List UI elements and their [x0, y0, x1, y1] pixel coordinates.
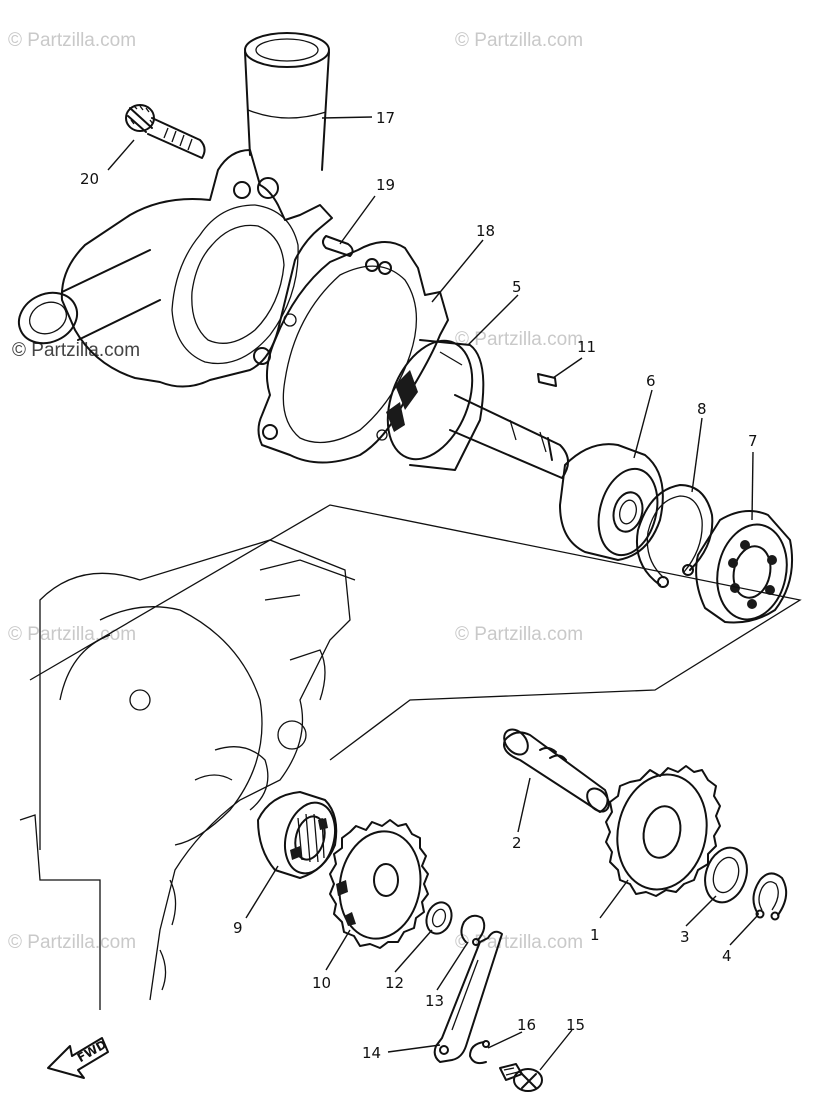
- callout-3: 3: [680, 928, 690, 946]
- crankcase-outline: [19, 539, 356, 1010]
- circlip-8: [636, 484, 714, 588]
- callout-18: 18: [476, 222, 495, 240]
- bolt-20: [125, 104, 206, 159]
- callout-14: 14: [362, 1044, 381, 1062]
- washer-3: [704, 846, 748, 904]
- callout-17: 17: [376, 109, 395, 127]
- dowel-pin-19: [322, 235, 354, 257]
- callout-7: 7: [748, 432, 758, 450]
- callout-12: 12: [385, 974, 404, 992]
- callout-6: 6: [646, 372, 656, 390]
- clip-16: [469, 1040, 490, 1065]
- shaft-2: [503, 728, 610, 813]
- screw-15: [499, 1063, 543, 1092]
- callout-9: 9: [233, 919, 243, 937]
- callout-4: 4: [722, 947, 732, 965]
- callout-labels: 17 20 19 18 5 11 6 8 7 2 1 3 4 9 10 12 1…: [80, 109, 758, 1062]
- callout-13: 13: [425, 992, 444, 1010]
- needle-bearing-9: [257, 791, 338, 879]
- bearing-7: [695, 510, 794, 624]
- watermark: © Partzilla.com: [8, 30, 136, 51]
- oil-seal-6: [559, 443, 664, 561]
- pump-housing: [17, 32, 333, 388]
- callout-15: 15: [566, 1016, 585, 1034]
- assembly-reference-frame: [29, 504, 802, 761]
- watermark: © Partzilla.com: [455, 30, 583, 51]
- key-11: [537, 373, 557, 387]
- callout-5: 5: [512, 278, 522, 296]
- leader-lines: [107, 116, 759, 1071]
- watermark: © Partzilla.com: [455, 932, 583, 953]
- forward-direction-arrow: FWD: [47, 1037, 109, 1079]
- stopper-plate-14: [433, 930, 503, 1063]
- callout-16: 16: [517, 1016, 536, 1034]
- callout-19: 19: [376, 176, 395, 194]
- gear-1: [605, 765, 721, 897]
- callout-1: 1: [590, 926, 600, 944]
- circlip-4: [752, 872, 788, 921]
- impeller-shaft-5: [386, 339, 569, 479]
- callout-8: 8: [697, 400, 707, 418]
- gasket-18: [257, 241, 449, 464]
- watermark-dark: © Partzilla.com: [12, 340, 140, 361]
- watermark: © Partzilla.com: [455, 329, 583, 350]
- callout-10: 10: [312, 974, 331, 992]
- callout-11: 11: [577, 338, 596, 356]
- callout-2: 2: [512, 834, 522, 852]
- watermark: © Partzilla.com: [455, 624, 583, 645]
- washer-12: [425, 901, 453, 935]
- callout-20: 20: [80, 170, 99, 188]
- gear-10: [329, 819, 429, 949]
- watermark: © Partzilla.com: [8, 624, 136, 645]
- watermark: © Partzilla.com: [8, 932, 136, 953]
